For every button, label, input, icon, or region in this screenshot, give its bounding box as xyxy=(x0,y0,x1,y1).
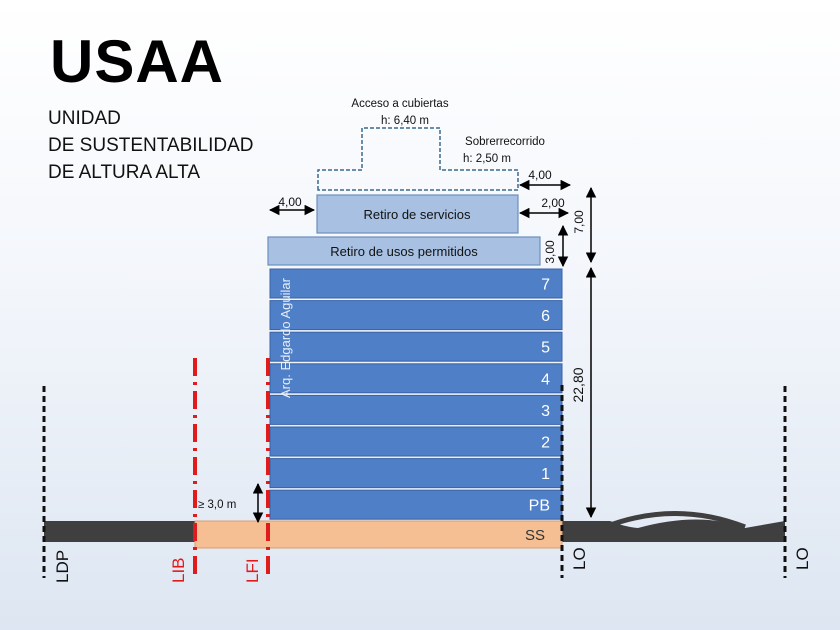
overrun-height: h: 2,50 m xyxy=(463,153,511,165)
dim-services-total: 7,00 xyxy=(572,210,586,234)
lib-label: LIB xyxy=(169,557,188,583)
subtitle-line-3: DE ALTURA ALTA xyxy=(48,162,201,183)
dim-right-top: 4,00 xyxy=(528,168,552,182)
dim-uses-height: 3,00 xyxy=(543,240,557,264)
subtitle-line-1: UNIDAD xyxy=(48,108,121,129)
main-title: USAA xyxy=(50,28,225,95)
floor-label: 1 xyxy=(541,466,550,483)
ground-mound xyxy=(604,511,746,530)
dim-building-height: 22,80 xyxy=(570,367,586,402)
access-height: h: 6,40 m xyxy=(381,115,429,127)
setback-uses-block xyxy=(267,236,541,266)
floor-label: 5 xyxy=(541,340,550,357)
dim-left-setback: 4,00 xyxy=(278,195,302,209)
floor-block xyxy=(269,363,563,394)
lo-left-label: LO xyxy=(570,547,589,570)
overrun-label: Sobrerrecorrido xyxy=(465,136,545,148)
floor-label: 6 xyxy=(541,308,550,325)
floor-label: 4 xyxy=(541,371,550,388)
floor-block xyxy=(269,300,563,331)
floor-block xyxy=(269,426,563,457)
subtitle-line-2: DE SUSTENTABILIDAD xyxy=(48,135,254,156)
floors-group: 7 6 5 4 3 2 1PB xyxy=(269,268,563,520)
floor-label: 2 xyxy=(541,435,550,452)
floor-block xyxy=(269,394,563,425)
setback-uses-label: Retiro de usos permitidos xyxy=(330,244,478,259)
lfi-label: LFI xyxy=(243,558,262,583)
floor-block xyxy=(269,489,563,520)
basement-label: SS xyxy=(525,527,545,544)
floor-label: PB xyxy=(529,498,550,515)
setback-services-label: Retiro de servicios xyxy=(364,207,471,222)
ground-left xyxy=(44,521,196,542)
floor-label: 3 xyxy=(541,403,550,420)
ldp-label: LDP xyxy=(53,550,72,583)
author-label: Arq. Edgardo Aguilar xyxy=(278,277,293,398)
floor-block xyxy=(269,458,563,489)
setback-services-block xyxy=(316,194,519,234)
dim-min-height: ≥ 3,0 m xyxy=(198,499,236,511)
ground-right xyxy=(562,519,785,542)
lo-right-label: LO xyxy=(793,547,812,570)
access-label: Acceso a cubiertas xyxy=(351,98,448,110)
roof-access-outline xyxy=(317,127,519,191)
floor-label: 7 xyxy=(541,277,550,294)
dim-right-services: 2,00 xyxy=(541,196,565,210)
floor-block xyxy=(269,268,563,299)
floor-block xyxy=(269,331,563,362)
basement-block xyxy=(194,520,563,549)
